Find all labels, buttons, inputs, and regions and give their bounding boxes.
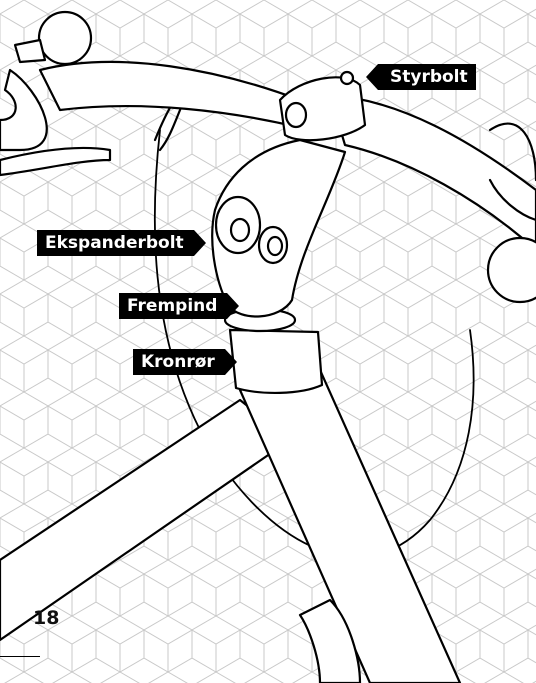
label-frempind: Frempind [119, 293, 227, 319]
label-styrbolt: Styrbolt [378, 64, 476, 90]
clamp-bolt [341, 72, 353, 84]
head-tube [230, 330, 322, 393]
label-ekspanderbolt: Ekspanderbolt [37, 230, 194, 256]
bell-lever [15, 40, 45, 62]
label-kronror: Kronrør [133, 349, 225, 375]
stem-bolt-head [231, 219, 249, 241]
clamp-side-bolt [286, 103, 306, 127]
footer-rule [0, 656, 40, 657]
stem-side-bolt-inner [268, 237, 282, 255]
bell-icon [39, 12, 91, 64]
page-number: 18 [33, 607, 59, 629]
